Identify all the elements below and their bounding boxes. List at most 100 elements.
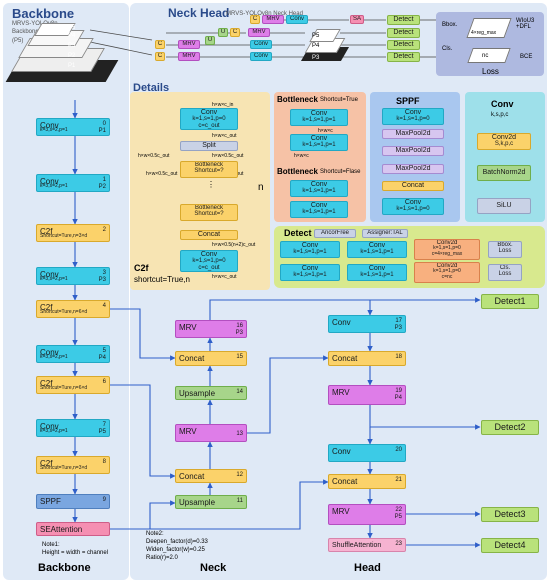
bf-conv-2-label: Conv bbox=[310, 202, 328, 209]
backbone-block-8-sub: Shortcut=Ture,n=3×d bbox=[40, 464, 88, 471]
backbone-block-1-lvl: P2 bbox=[98, 183, 106, 190]
neck-block-13-idx: 13 bbox=[236, 431, 243, 437]
bf-title: Bottleneck bbox=[277, 167, 318, 176]
neck-block-13-name: MRV bbox=[179, 427, 197, 436]
backbone-block-4-sub: Shortcut=Ture,n=6×d bbox=[40, 308, 88, 315]
neck-block-11: Upsample 11 bbox=[175, 495, 247, 509]
note1-title: Note1: bbox=[42, 542, 60, 548]
backbone-block-6-sub: Shortcut=Ture,n=6×d bbox=[40, 384, 88, 391]
head-block-19-lvl: P4 bbox=[394, 394, 402, 401]
backbone-block-6-idx: 6 bbox=[102, 379, 106, 385]
conv-detail-conv2d-params: S,k,p,c bbox=[494, 141, 514, 148]
detect-conv-a-params: k=1,s=1,p=1 bbox=[293, 249, 327, 256]
bt-dim-1: h×w×c bbox=[318, 128, 333, 134]
detect-conv-c-params: k=1,s=1,p=1 bbox=[293, 272, 327, 279]
backbone-sub3: (P5) bbox=[12, 38, 24, 44]
note1-text: Height = width = channel bbox=[42, 550, 109, 556]
backbone-block-5-name: Conv bbox=[40, 348, 59, 357]
detect-conv-b-label: Conv bbox=[368, 242, 386, 249]
backbone-sub1: MRVS-YOLOv8n bbox=[12, 21, 58, 27]
pyr-p3: P3 bbox=[68, 43, 76, 49]
top-mrv-d: MRV bbox=[178, 52, 200, 61]
pyr-p1: P1 bbox=[68, 63, 76, 69]
neck-block-16-idx: 16 bbox=[236, 323, 243, 329]
loss-nc: nc bbox=[482, 53, 489, 59]
backbone-block-8: C2f Shortcut=Ture,n=3×d 8 bbox=[36, 456, 110, 474]
backbone-block-5-lvl: P4 bbox=[98, 354, 106, 361]
detect-conv-d: Conv k=1,s=1,p=1 bbox=[347, 264, 407, 281]
top-mrv-b: MRV bbox=[248, 28, 270, 37]
sppf-conv-bot-params: k=1,s=1,p=0 bbox=[396, 206, 430, 213]
backbone-label: Backbone bbox=[38, 562, 91, 574]
sppf-conv-top: Conv k=1,s=1,p=0 bbox=[382, 108, 444, 125]
backbone-block-1-name: Conv bbox=[40, 177, 59, 186]
backbone-block-9-idx: 9 bbox=[102, 497, 106, 503]
top-c-b: C bbox=[230, 28, 240, 37]
backbone-block-3-sub: k=3,s=2,p=1 bbox=[40, 275, 68, 282]
detect-detail-title: Detect bbox=[284, 228, 312, 238]
backbone-block-3-idx: 3 bbox=[102, 270, 106, 276]
backbone-block-10-name: SEAttention bbox=[40, 525, 83, 534]
detect-cls-loss: Cls. Loss bbox=[488, 264, 522, 281]
bf-conv-1-params: k=1,s=1,p=1 bbox=[302, 188, 336, 195]
backbone-block-5-idx: 5 bbox=[102, 348, 106, 354]
neck-block-14-name: Upsample bbox=[179, 389, 216, 398]
backbone-block-8-idx: 8 bbox=[102, 459, 106, 465]
c2f-conv-bot-params: k=1,s=1,p=0 c=c_out bbox=[192, 258, 226, 271]
detect2-output: Detect2 bbox=[481, 420, 539, 435]
c2f-dim-out1: h×w×c_out bbox=[212, 133, 237, 139]
detect3-output: Detect3 bbox=[481, 507, 539, 522]
c2f-dim-half-a: h×w×0.5c_out bbox=[138, 153, 170, 159]
top-c-d: C bbox=[155, 52, 165, 61]
detect-conv2d-bot-label: Conv2d bbox=[436, 263, 458, 269]
backbone-block-7-sub: k=3,s=2,p=1 bbox=[40, 427, 68, 434]
loss-title: Loss bbox=[482, 67, 499, 76]
neckhead-sub: MRVS-YOLOv8n Neck Head bbox=[226, 11, 303, 17]
head-block-17-lvl: P3 bbox=[394, 324, 402, 331]
c2f-split: Split bbox=[180, 141, 238, 151]
backbone-block-0-lvl: P1 bbox=[98, 127, 106, 134]
detect-conv2d-top: Conv2d k=1,s=1,p=0 c=4×reg_max bbox=[414, 239, 480, 260]
head-block-19-idx: 19 bbox=[395, 388, 402, 394]
top-conv-c: Conv bbox=[250, 52, 272, 61]
note2-l1: Deepen_factor(d)=0.33 bbox=[146, 539, 208, 545]
c2f-bottleneck-1: Bottleneck Shortcut=? bbox=[180, 161, 238, 178]
neck-block-12-name: Concat bbox=[179, 472, 205, 481]
detect-conv-a-label: Conv bbox=[301, 242, 319, 249]
c2f-dim-cat: h×w×0.5(n+2)c_out bbox=[212, 242, 256, 248]
detect-conv-b-params: k=1,s=1,p=1 bbox=[360, 249, 394, 256]
note2-l2: Widen_factor(w)=0.25 bbox=[146, 547, 205, 553]
detect-conv-a: Conv k=1,s=1,p=1 bbox=[280, 241, 340, 258]
head-block-23-idx: 23 bbox=[395, 541, 402, 547]
neck-block-16-lvl: P3 bbox=[235, 329, 243, 336]
detect-conv-d-label: Conv bbox=[368, 265, 386, 272]
sppf-maxpool-2: MaxPool2d bbox=[382, 146, 444, 156]
loss-cls: Cls. bbox=[442, 46, 453, 52]
sppf-title: SPPF bbox=[396, 96, 420, 106]
head-block-17-name: Conv bbox=[332, 318, 351, 327]
backbone-block-4-name: C2f bbox=[40, 303, 53, 312]
detect4-output: Detect4 bbox=[481, 538, 539, 553]
detect-conv2d-top-params: k=1,s=1,p=0 c=4×reg_max bbox=[431, 245, 463, 257]
top-level-p5: P5 bbox=[312, 33, 320, 39]
head-block-22-name: MRV bbox=[332, 507, 350, 516]
bt-shortcut: Shortcut=True bbox=[320, 97, 358, 103]
head-block-20-idx: 20 bbox=[395, 447, 402, 453]
detect-conv-b: Conv k=1,s=1,p=1 bbox=[347, 241, 407, 258]
c2f-conv-bot: Conv k=1,s=1,p=0 c=c_out bbox=[180, 250, 238, 272]
detect-conv-c-label: Conv bbox=[301, 265, 319, 272]
c2f-n: n bbox=[258, 182, 264, 193]
conv-detail-silu: SiLU bbox=[477, 198, 531, 214]
conv-detail-title: Conv bbox=[491, 99, 514, 109]
neck-block-13: MRV 13 bbox=[175, 424, 247, 442]
loss-bbox: Bbox. bbox=[442, 22, 458, 28]
backbone-block-2-name: C2f bbox=[40, 227, 53, 236]
backbone-block-9: SPPF 9 bbox=[36, 494, 110, 509]
